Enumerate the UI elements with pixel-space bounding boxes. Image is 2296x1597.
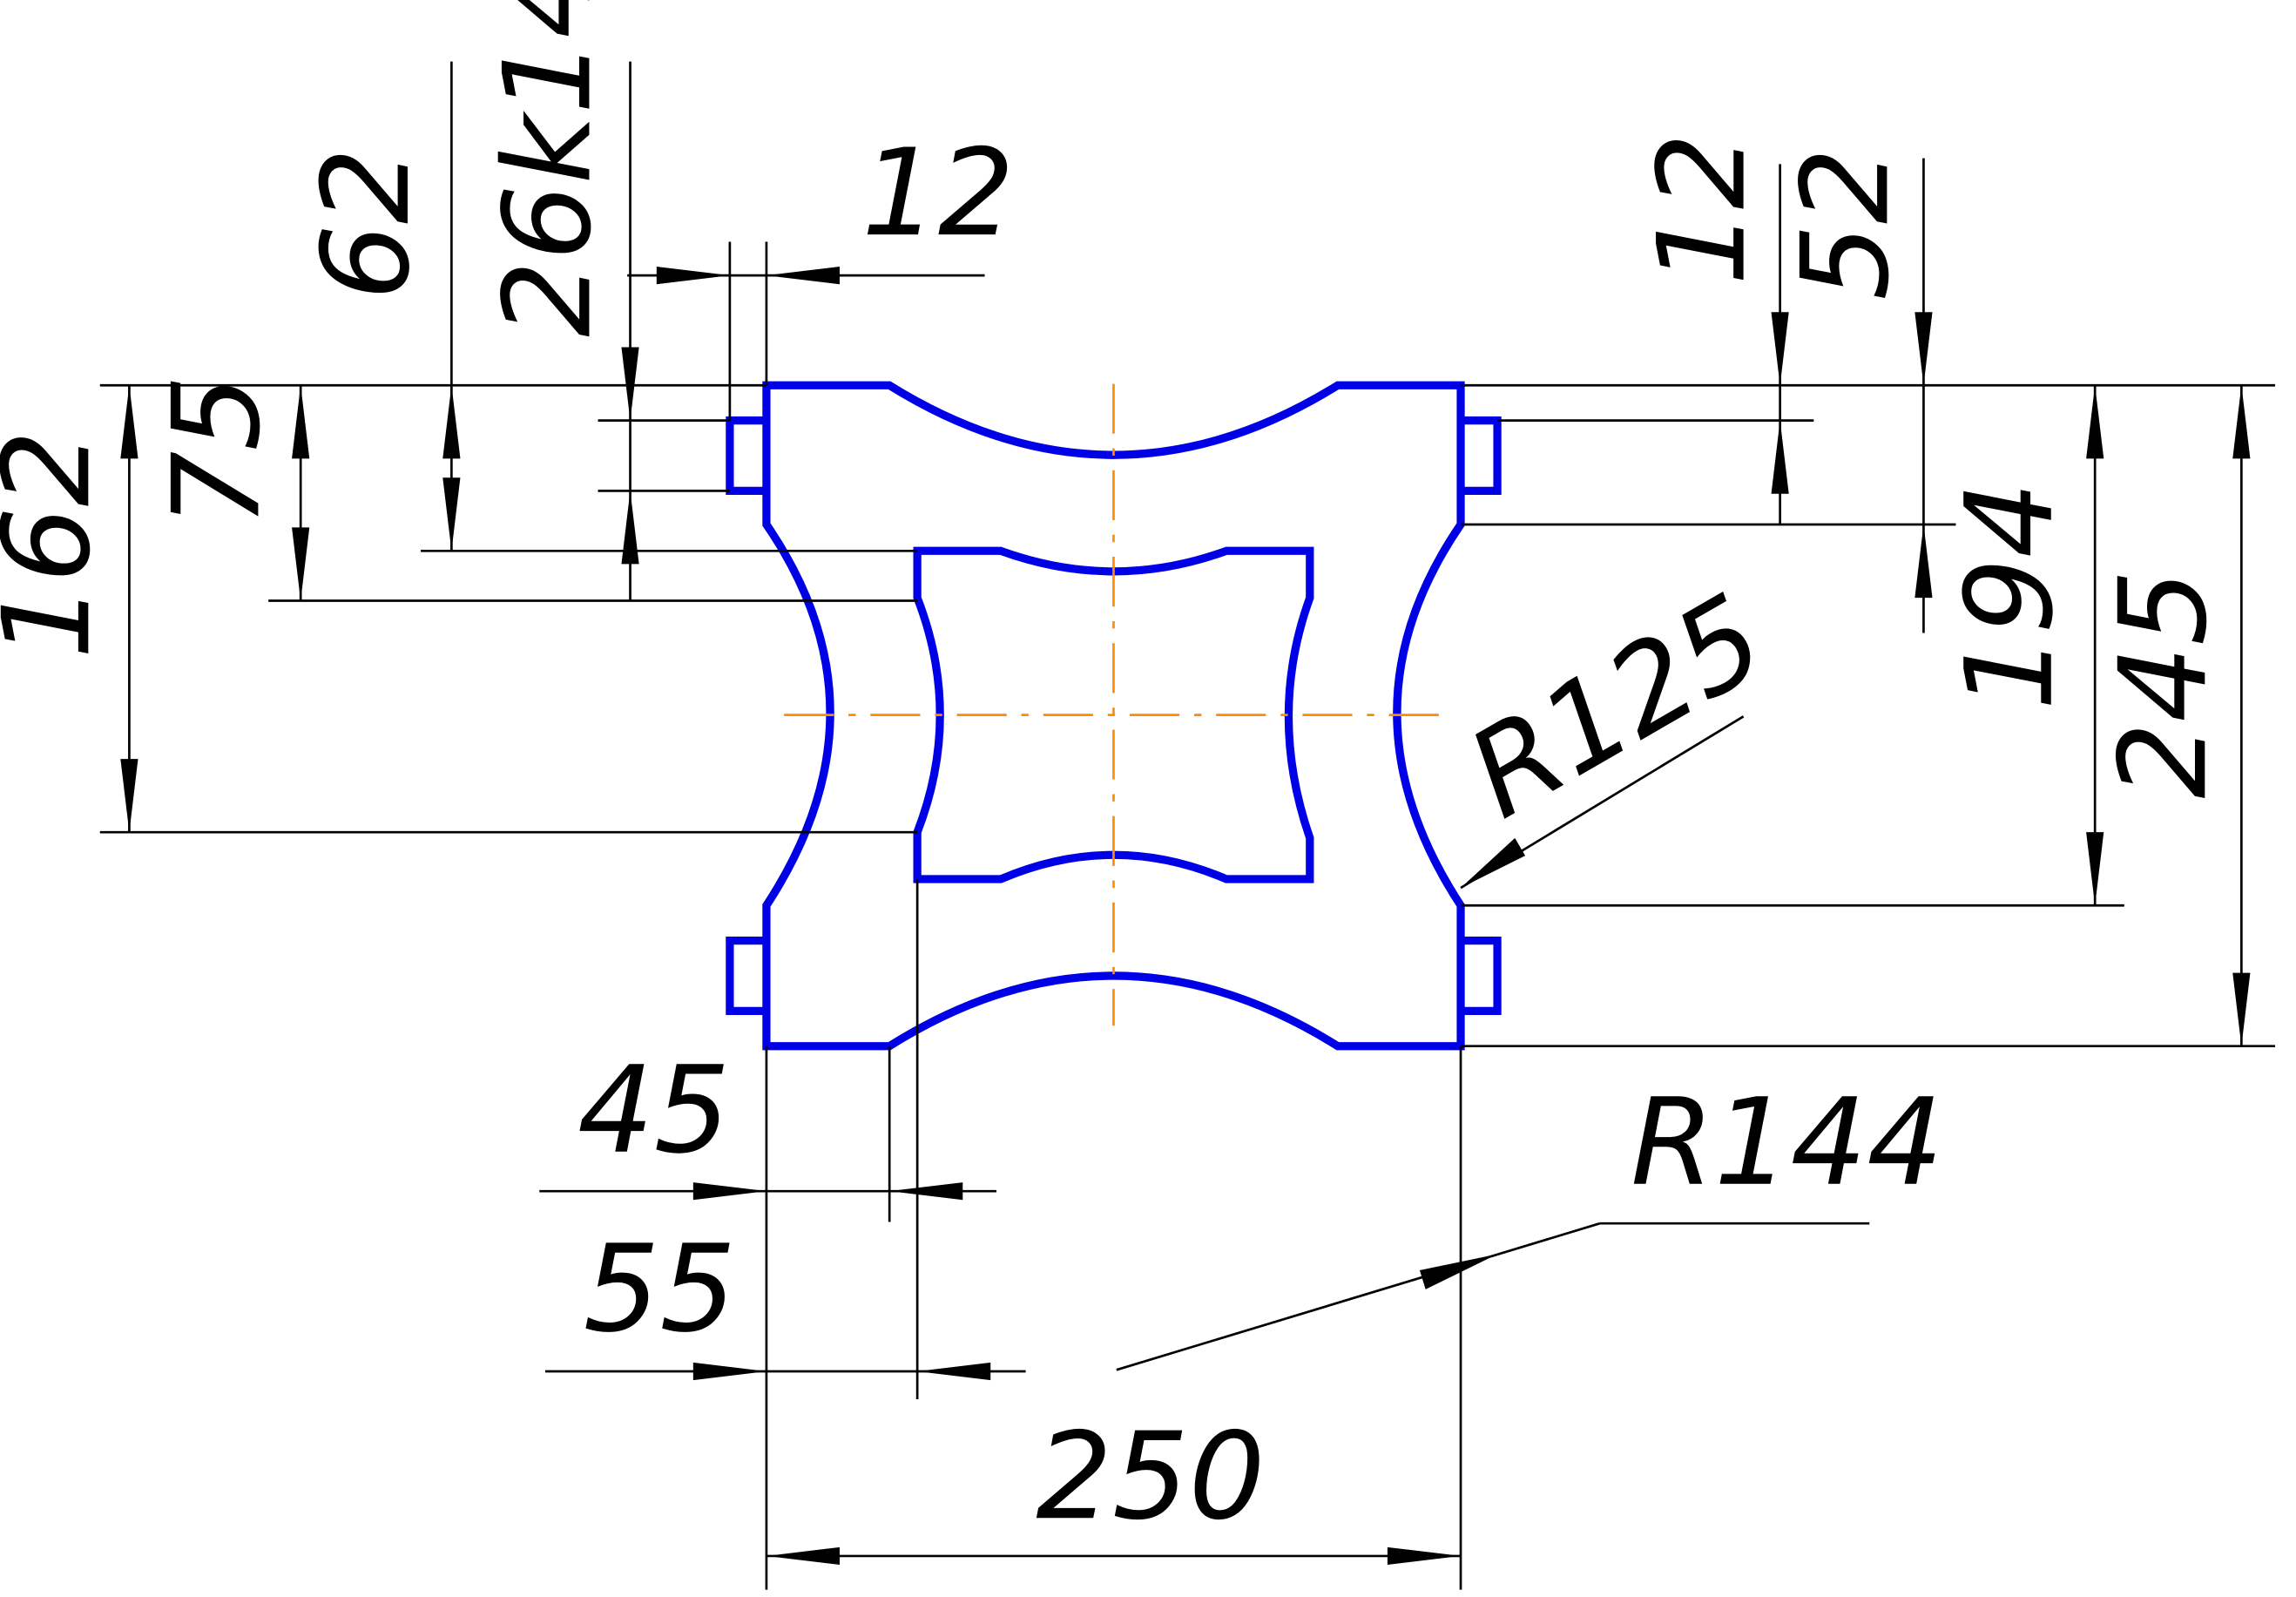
dim-label-r144: R144	[1631, 1073, 1943, 1213]
outer-contour	[762, 381, 1465, 1051]
dim-label-55: 55	[584, 1219, 736, 1359]
dim-label-194: 194	[1940, 481, 2080, 710]
center-lines	[784, 383, 1451, 1026]
dim-label-52: 52	[1775, 147, 1915, 300]
dimension-lines	[99, 61, 2276, 1590]
inner-contour	[913, 546, 1314, 883]
dimension-labels: 250 45 55 12 R144 R125 245 194 12 52 162…	[0, 0, 2233, 1546]
dim-label-245: 245	[2093, 569, 2233, 798]
arrowheads	[120, 267, 2251, 1566]
dim-label-62: 62	[296, 147, 436, 300]
dim-label-12-right: 12	[1632, 132, 1773, 285]
dim-label-12-top: 12	[861, 123, 1014, 263]
tab-top-left	[726, 416, 766, 495]
dim-label-r125: R125	[1446, 567, 1786, 845]
tab-top-right	[1461, 416, 1502, 495]
dim-label-162: 162	[0, 430, 117, 660]
dim-label-75: 75	[146, 375, 287, 527]
dim-label-45: 45	[577, 1040, 730, 1181]
tab-bottom-left	[726, 936, 766, 1015]
dim-label-26k14: 26k14	[477, 0, 618, 337]
tab-bottom-right	[1461, 936, 1502, 1015]
part-outline	[726, 381, 1502, 1051]
dim-label-250: 250	[1036, 1406, 1265, 1546]
